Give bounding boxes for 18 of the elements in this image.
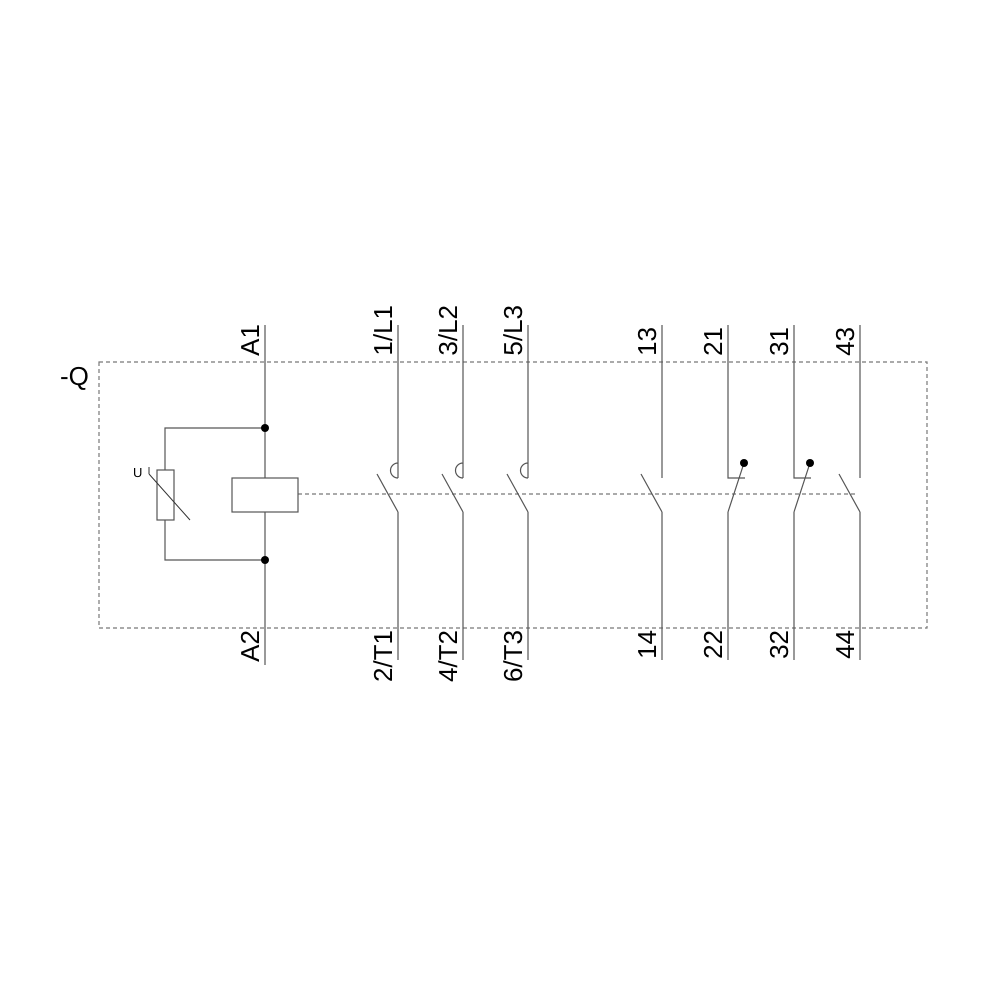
terminal-label: A2	[237, 630, 263, 662]
terminal-label: 44	[832, 630, 858, 659]
terminal-label: 43	[832, 327, 858, 356]
terminal-label: 21	[700, 327, 726, 356]
device-designation: -Q	[60, 363, 89, 389]
terminal-label: 2/T1	[370, 630, 396, 682]
terminal-label: 4/T2	[435, 630, 461, 682]
terminal-label: 6/T3	[500, 630, 526, 682]
voltage-label: U	[133, 466, 142, 479]
terminal-label: 3/L2	[435, 305, 461, 356]
terminal-label: 22	[700, 630, 726, 659]
terminal-label: 32	[766, 630, 792, 659]
terminal-label: 14	[634, 630, 660, 659]
terminal-label: 31	[766, 327, 792, 356]
terminal-label: 5/L3	[500, 305, 526, 356]
terminal-label: A1	[237, 324, 263, 356]
terminal-label: 1/L1	[370, 305, 396, 356]
terminal-label: 13	[634, 327, 660, 356]
